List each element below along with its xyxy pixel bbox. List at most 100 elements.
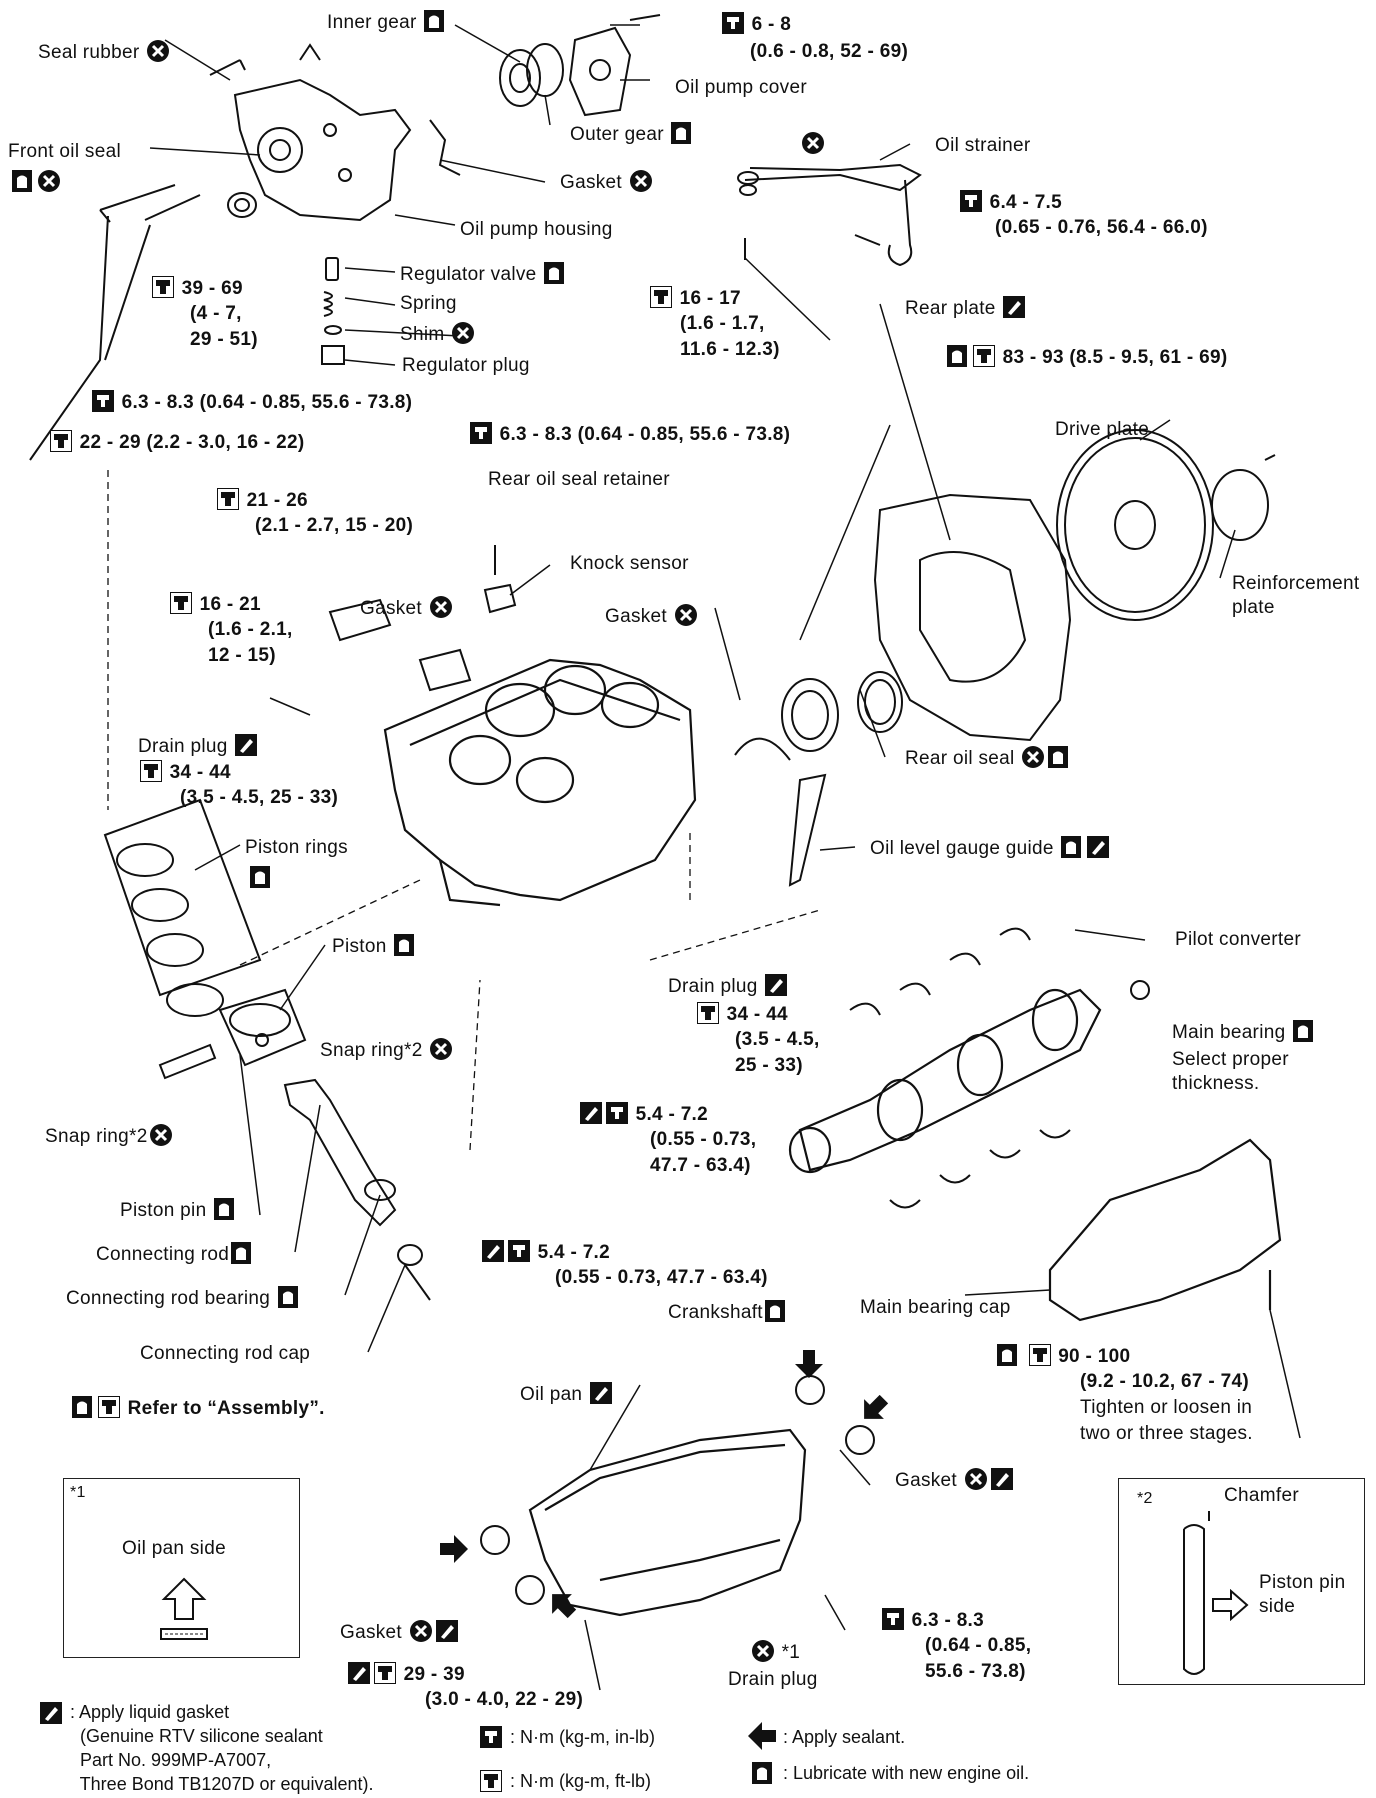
label-torque-strainer-bolt-2: (1.6 - 1.7, [680, 313, 765, 334]
torque-ftlb-icon [480, 1770, 502, 1792]
lubricate-icon [214, 1198, 235, 1220]
replace-x-icon [452, 322, 475, 344]
label-drain-plug-pan: Drain plug [728, 1669, 818, 1690]
liquid-gasket-icon [348, 1662, 370, 1684]
piston-pin-edge-icon [1183, 1511, 1210, 1675]
lubricate-icon [544, 262, 565, 284]
torque-ftlb-icon [140, 760, 162, 782]
pan-gaskets-part [480, 1375, 875, 1605]
crankshaft-part [788, 988, 1102, 1174]
legend-nm-inlb: : N·m (kg-m, in-lb) [510, 1727, 655, 1747]
label-gasket-pump: Gasket [560, 170, 654, 195]
label-torque-drain2-3: 25 - 33) [735, 1055, 803, 1076]
replace-x-icon [149, 1124, 172, 1146]
label-snap-ring-1: Snap ring*2 [320, 1038, 454, 1063]
apply-sealant-arrow-icon [748, 1722, 776, 1750]
label-torque-drain2-1: 34 - 44 [695, 1002, 788, 1027]
legend: : Apply liquid gasket (Genuine RTV silic… [38, 1700, 1368, 1796]
label-torque-drain-2: (3.5 - 4.5, 25 - 33) [180, 787, 339, 808]
lubricate-icon [997, 1344, 1017, 1366]
inset-oil-pan-side: *1 Oil pan side [63, 1478, 300, 1658]
label-rear-plate: Rear plate [905, 296, 1027, 321]
label-torque-drainpan-1: 29 - 39 [346, 1662, 465, 1687]
strainer-x-icon [800, 132, 826, 157]
label-torque-cover-2: (1.6 - 2.1, [208, 619, 293, 640]
knock-sensor-part [328, 545, 517, 692]
torque-ftlb-icon [1028, 1344, 1051, 1366]
apply-sealant-arrow-icon [440, 1535, 468, 1563]
label-torque-main-1: 90 - 100 [995, 1344, 1130, 1369]
label-torque-bracket2-2: (0.55 - 0.73, 47.7 - 63.4) [555, 1267, 768, 1288]
lubricate-icon [277, 1286, 298, 1308]
label-rear-oil-seal-retainer: Rear oil seal retainer [488, 469, 670, 490]
lubricate-icon [231, 1242, 252, 1264]
torque-inlb-icon [480, 1726, 502, 1748]
label-torque-pan-2: (0.64 - 0.85, [925, 1635, 1032, 1656]
oil-pan-part [528, 1428, 807, 1617]
liquid-gasket-icon [235, 734, 258, 756]
label-oil-pump-cover: Oil pump cover [675, 77, 807, 98]
label-reinforcement-plate: Reinforcement plate [1232, 573, 1360, 618]
replace-x-icon [147, 40, 170, 62]
label-drain-plug-pan-mark: *1 [750, 1640, 800, 1665]
lubricate-icon [1061, 836, 1082, 858]
liquid-gasket-icon [990, 1468, 1013, 1490]
label-piston: Piston [332, 934, 418, 959]
label-oil-pump-housing: Oil pump housing [460, 219, 613, 240]
label-gasket-cover: Gasket [360, 596, 454, 621]
label-connecting-rod: Connecting rod [96, 1242, 255, 1267]
replace-x-icon [752, 1640, 774, 1662]
liquid-gasket-icon [765, 974, 788, 996]
replace-x-icon [429, 596, 452, 618]
cylinder-block [383, 658, 697, 907]
replace-x-icon [1022, 746, 1045, 768]
label-torque-pump-cover: 6 - 8 [720, 12, 791, 37]
liquid-gasket-icon [580, 1102, 602, 1124]
legend-lubricate: : Lubricate with new engine oil. [783, 1763, 1030, 1783]
legend-liquid-gasket: : Apply liquid gasket (Genuine RTV silic… [70, 1702, 374, 1794]
lubricate-icon [394, 934, 415, 956]
label-torque-main-3: Tighten or loosen in [1080, 1397, 1253, 1418]
front-cover [209, 43, 461, 222]
inset-chamfer: *2 Chamfer Piston pin side [1118, 1478, 1365, 1685]
replace-x-icon [430, 1038, 453, 1060]
label-outer-gear: Outer gear [570, 122, 695, 147]
label-torque-cover-3: 12 - 15) [208, 645, 276, 666]
front-cover-bolts [29, 184, 201, 461]
apply-sealant-arrow-icon [548, 1590, 578, 1620]
label-connecting-rod-bearing: Connecting rod bearing [66, 1286, 302, 1311]
replace-x-icon [409, 1620, 432, 1642]
lubricate-icon [764, 1300, 785, 1322]
label-drain-plug-block: Drain plug [138, 734, 259, 759]
torque-ftlb-icon [217, 488, 239, 510]
label-torque-front-cover: 6.3 - 8.3 (0.64 - 0.85, 55.6 - 73.8) [90, 390, 412, 415]
label-shim: Shim [400, 322, 476, 347]
liquid-gasket-icon [435, 1620, 458, 1642]
label-torque-bracket-2: (0.55 - 0.73, [650, 1129, 757, 1150]
drive-plate-part [1056, 429, 1276, 621]
lubricate-icon [947, 345, 967, 367]
torque-ftlb-icon [98, 1396, 120, 1418]
label-oil-pan: Oil pan [520, 1382, 614, 1407]
label-gasket-retainer: Gasket [605, 604, 699, 629]
torque-ftlb-icon [374, 1662, 396, 1684]
liquid-gasket-icon [40, 1702, 62, 1724]
piston-rings-part [103, 798, 262, 1017]
label-torque-main-2: (9.2 - 10.2, 67 - 74) [1080, 1371, 1249, 1392]
label-torque-drive-plate: 83 - 93 (8.5 - 9.5, 61 - 69) [945, 345, 1228, 370]
label-torque-strainer-bolt-1: 16 - 17 [648, 286, 741, 311]
label-regulator-plug: Regulator plug [402, 355, 530, 376]
apply-sealant-arrow-icon [860, 1395, 890, 1425]
label-rear-oil-seal: Rear oil seal [905, 746, 1072, 771]
replace-x-icon [674, 604, 697, 626]
replace-x-icon [802, 132, 824, 154]
label-main-bearing-note: Select proper thickness. [1172, 1049, 1289, 1094]
label-torque-drain2-2: (3.5 - 4.5, [735, 1029, 820, 1050]
torque-ftlb-icon [650, 286, 672, 308]
liquid-gasket-icon [1003, 296, 1026, 318]
lubricate-icon [12, 170, 32, 192]
torque-inlb-icon [470, 422, 492, 444]
front-oil-seal-part [227, 192, 257, 218]
inset-1-text: Oil pan side [122, 1538, 226, 1559]
rear-seal-part [734, 671, 903, 761]
